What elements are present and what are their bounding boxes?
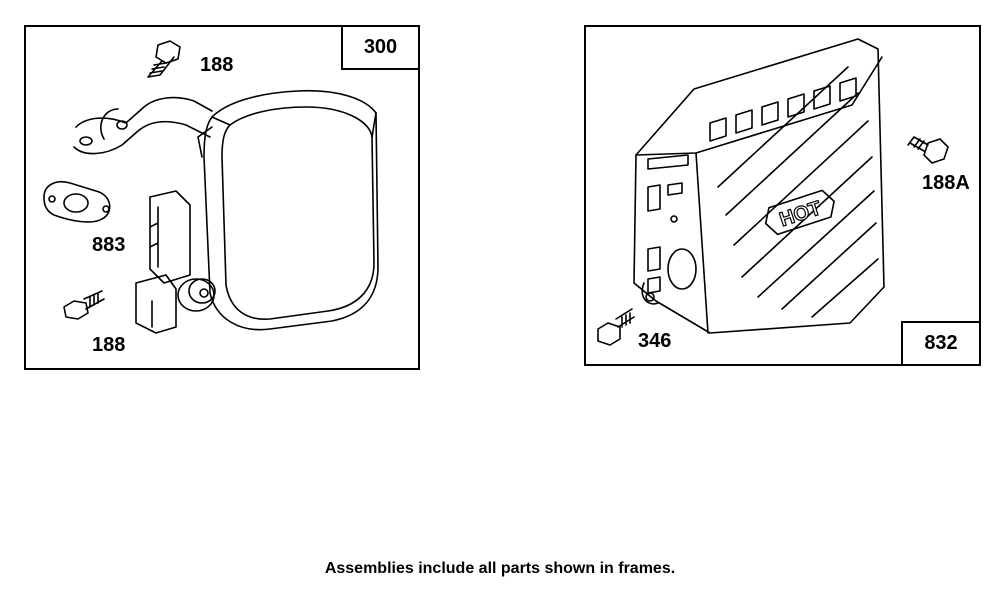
callout-188-top: 188 xyxy=(200,54,234,76)
muffler-body-icon xyxy=(197,89,379,331)
muffler-guard-icon xyxy=(633,38,885,334)
bolt-188a-icon xyxy=(907,136,949,164)
muffler-bracket-icon xyxy=(135,190,191,334)
hot-label-plate-icon xyxy=(764,189,835,236)
callout-883: 883 xyxy=(92,234,126,256)
muffler-outlet-cap-icon xyxy=(177,278,216,312)
footer-note: Assemblies include all parts shown in fr… xyxy=(324,560,676,577)
gasket-883-icon xyxy=(43,181,111,223)
screw-346-icon xyxy=(597,308,635,346)
bolt-188-top-icon xyxy=(147,40,181,78)
exhaust-pipe-icon xyxy=(73,96,213,155)
muffler-assembly-frame: 300 188 883 188 xyxy=(24,25,420,370)
callout-346: 346 xyxy=(638,330,672,352)
muffler-drawing xyxy=(43,40,379,334)
muffler-guard-frame: HOT 832 188A 346 xyxy=(584,25,981,366)
muffler-guard-drawing: HOT xyxy=(597,38,949,346)
assembly-number-box: 832 xyxy=(901,321,981,366)
bolt-188-bottom-icon xyxy=(63,290,105,320)
assembly-number-box: 300 xyxy=(341,25,420,70)
callout-188-bottom: 188 xyxy=(92,334,126,356)
callout-188a: 188A xyxy=(922,172,970,194)
